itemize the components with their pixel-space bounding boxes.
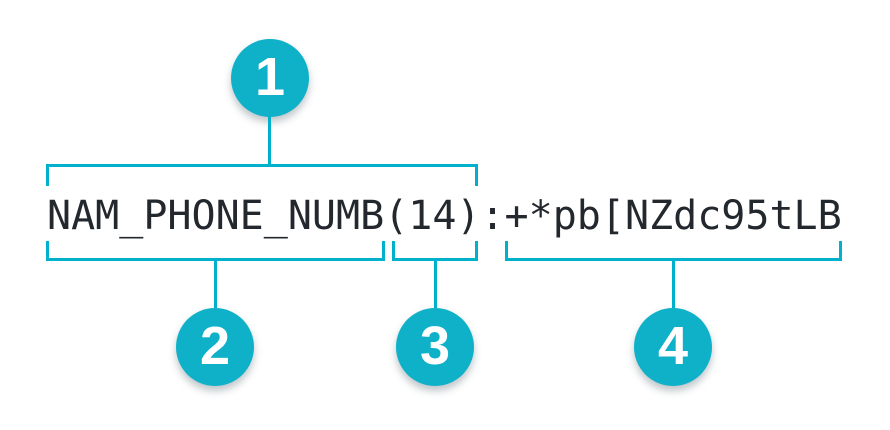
callout-number-3: 3 <box>419 316 451 376</box>
callout-bracket-3 <box>392 241 478 261</box>
callout-bracket-2 <box>46 241 385 261</box>
callout-stem-2 <box>214 261 217 308</box>
callout-number-4: 4 <box>657 316 689 376</box>
code-string: NAM_PHONE_NUMB(14):+*pb[NZdc95tLB <box>47 193 842 239</box>
callout-number-1: 1 <box>254 47 286 107</box>
callout-badge-3: 3 <box>396 308 474 386</box>
callout-bracket-4 <box>505 241 842 261</box>
callout-bracket-1 <box>46 164 478 186</box>
callout-badge-1: 1 <box>231 39 309 117</box>
callout-stem-1 <box>268 116 271 164</box>
callout-number-2: 2 <box>199 316 231 376</box>
callout-stem-3 <box>434 261 437 308</box>
callout-badge-2: 2 <box>176 308 254 386</box>
callout-badge-4: 4 <box>634 308 712 386</box>
callout-stem-4 <box>672 261 675 308</box>
